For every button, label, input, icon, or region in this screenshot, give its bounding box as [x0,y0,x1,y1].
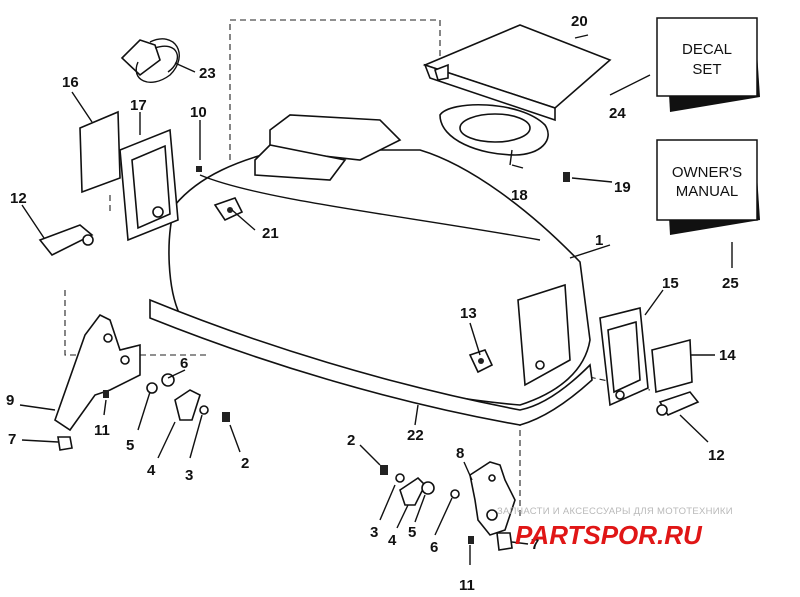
callout-5-left: 5 [126,437,134,454]
callout-7-right: 7 [531,536,539,553]
callout-7-left: 7 [8,431,16,448]
callout-3-left: 3 [185,467,193,484]
callout-21: 21 [262,225,279,242]
callout-6-right: 6 [430,539,438,556]
knob-7-left [57,436,73,451]
callout-17: 17 [130,97,147,114]
callout-8: 8 [456,445,464,462]
callout-numbers: 1 20 24 25 19 18 23 16 17 10 12 21 13 15… [6,13,739,594]
watermark-brand: PARTSPOR.RU [515,520,703,550]
hardware-stack-right [380,465,513,551]
callout-11-right: 11 [459,577,475,594]
screw-19 [563,172,613,183]
watermark: ЗАПЧАСТИ И АКСЕССУАРЫ ДЛЯ МОТОТЕХНИКИ PA… [497,506,733,550]
lid-gasket [439,103,549,166]
watermark-tagline: ЗАПЧАСТИ И АКСЕССУАРЫ ДЛЯ МОТОТЕХНИКИ [497,506,733,517]
plate-14 [651,338,693,394]
top-lid [422,24,612,122]
owners-manual-box: OWNER'S MANUAL [656,139,760,235]
callout-4-left: 4 [147,462,156,479]
callout-18: 18 [511,187,528,204]
decal-box-line1: DECAL [682,41,732,58]
screw-10 [196,120,202,172]
callout-23: 23 [199,65,216,82]
callout-13: 13 [460,305,477,322]
callout-2-right: 2 [347,432,355,449]
callout-22: 22 [407,427,424,444]
bracket-8 [469,461,516,536]
callout-5-right: 5 [408,524,416,541]
callout-24: 24 [609,105,626,122]
callout-16: 16 [62,74,79,91]
engine-cover-hood [149,114,593,426]
callout-9: 9 [6,392,14,409]
callout-12-left: 12 [10,190,27,207]
callout-25: 25 [722,275,739,292]
callout-12-right: 12 [708,447,725,464]
decal-box-line2: SET [692,61,721,78]
callout-14: 14 [719,347,736,364]
callout-1: 1 [595,232,603,249]
manual-box-line1: OWNER'S [672,164,742,181]
decal-set-box: DECAL SET [656,17,760,112]
callout-3-right: 3 [370,524,378,541]
leader-lines [19,34,733,565]
callout-4-right: 4 [388,532,397,549]
plate-16 [79,110,121,194]
callout-6-left: 6 [180,355,188,372]
bracket-9 [54,313,141,432]
callout-20: 20 [571,13,588,30]
callout-15: 15 [662,275,679,292]
cable-23 [120,38,196,83]
latch-handle-right [656,391,700,417]
manual-box-line2: MANUAL [676,183,739,200]
latch-handle-left [38,224,94,257]
frame-17 [119,128,179,242]
frame-15 [599,306,649,407]
callout-10: 10 [190,104,207,121]
callout-19: 19 [614,179,631,196]
pin-11-left [103,390,109,398]
callout-2-left: 2 [241,455,249,472]
hardware-stack-left [146,373,230,422]
callout-11-left: 11 [94,422,110,439]
